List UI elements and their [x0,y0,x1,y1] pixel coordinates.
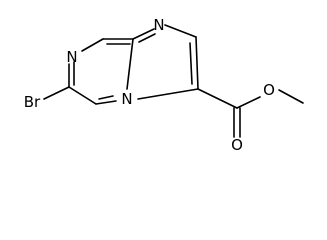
imidazole-ring [132,24,199,100]
bond-c3-n4 [137,88,199,100]
bond-n4-c8a [126,38,134,90]
atom-labels: N N N Br O O [24,16,275,154]
bond-n1-c2 [164,24,197,38]
chemical-structure: N N N Br O O [24,16,304,154]
substituents [43,86,304,138]
bond-c8a-n1-inner [138,33,156,43]
bond-c6-c5 [68,86,97,105]
bond-c8a-n1 [132,28,155,40]
bond-c8-n7 [81,38,104,52]
atom-bromine: Br [24,93,41,111]
bond-ester-o-methyl [278,89,304,104]
pyrazine-ring [68,38,134,105]
bond-carbonyl-c-ester-o [236,96,261,109]
bond-c2-c3 [195,36,199,90]
bond-c5-n4 [95,100,117,105]
atom-ester-oxygen: O [263,81,275,99]
atom-n-bridge: N [121,90,132,108]
bond-c5-n4-inner [98,95,114,100]
bond-c2-c3-inner [189,42,193,85]
atom-n-pyrazine: N [66,48,77,66]
atom-n-imidazole: N [153,16,164,34]
bond-c3-carbonyl-c [197,88,238,109]
atom-carbonyl-oxygen: O [231,136,243,154]
bond-c6-br [43,86,70,100]
